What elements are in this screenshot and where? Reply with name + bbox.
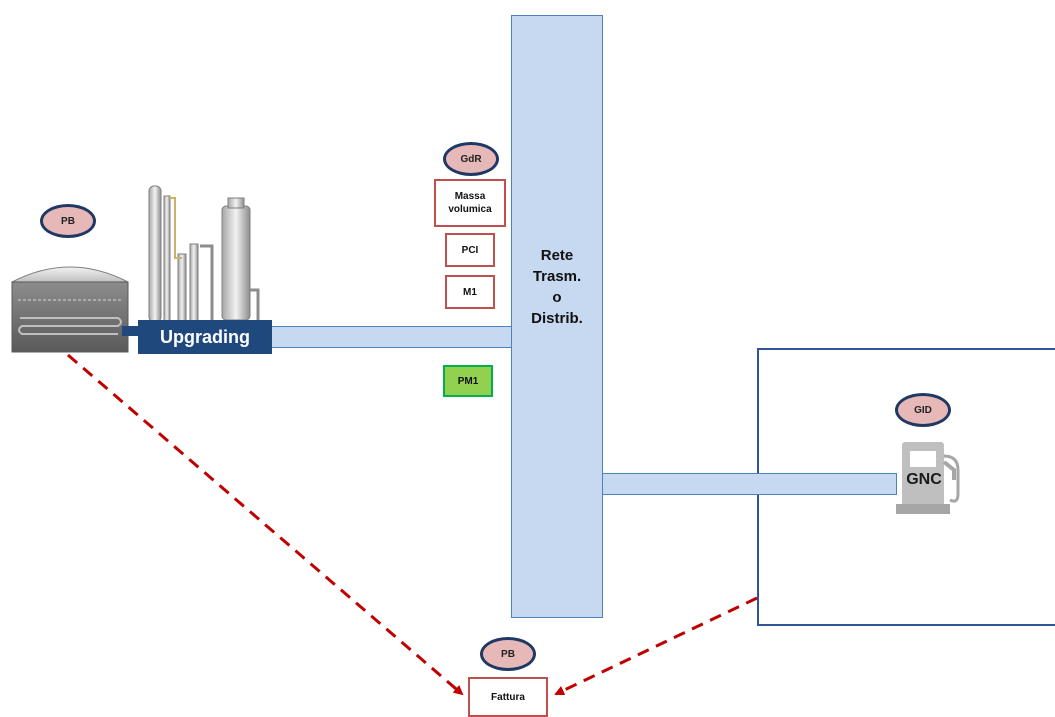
pm1-box: PM1 [443,365,493,397]
distribution-grid: Rete Trasm. o Distrib. [511,15,603,618]
fattura-box: Fattura [468,677,548,717]
pipe-upgrading-to-grid [262,326,513,348]
gnc-label: GNC [906,471,942,488]
badge-pb-producer: PB [40,204,96,238]
badge-gid: GID [895,393,951,427]
m1-box: M1 [445,275,495,309]
upgrading-block: Upgrading [138,320,272,354]
pci-box: PCI [445,233,495,267]
distribution-grid-label: Rete Trasm. o Distrib. [531,246,583,327]
pipe-grid-to-station [601,473,897,495]
arrow-producer-to-invoice [67,353,464,696]
badge-gdr: GdR [443,142,499,176]
badge-pb-invoice: PB [480,637,536,671]
massa-volumica-box: Massa volumica [434,179,506,227]
